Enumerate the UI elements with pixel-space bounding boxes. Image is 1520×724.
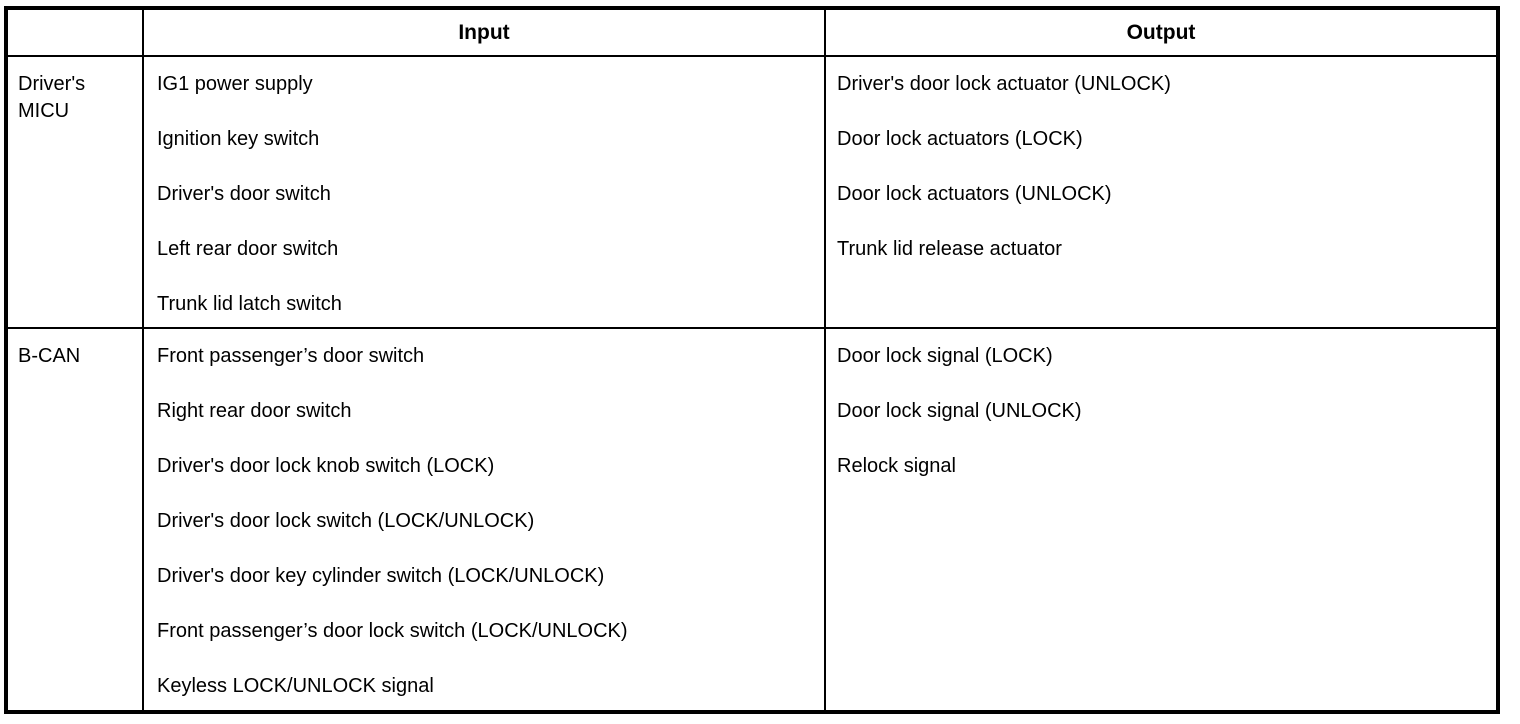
- list-item: Door lock actuators (LOCK): [837, 128, 1083, 150]
- input-output-table: Input Output Driver's MICU IG1 power sup…: [4, 6, 1500, 714]
- list-item: Trunk lid release actuator: [837, 238, 1062, 260]
- list-item: Driver's door key cylinder switch (LOCK/…: [157, 565, 605, 587]
- section-label-cell: Driver's MICU: [8, 57, 142, 327]
- list-item: Front passenger’s door lock switch (LOCK…: [157, 620, 628, 642]
- output-item-list: Door lock signal (LOCK) Door lock signal…: [837, 343, 1496, 508]
- list-item: Relock signal: [837, 455, 956, 477]
- list-item: Keyless LOCK/UNLOCK signal: [157, 675, 434, 697]
- list-item: IG1 power supply: [157, 73, 313, 95]
- list-item: Left rear door switch: [157, 238, 339, 260]
- list-item: Front passenger’s door switch: [157, 345, 425, 367]
- section-input-cell: IG1 power supply Ignition key switch Dri…: [144, 57, 824, 327]
- list-item: Driver's door lock actuator (UNLOCK): [837, 73, 1171, 95]
- header-cell-output: Output: [1126, 21, 1196, 44]
- list-item: Door lock actuators (UNLOCK): [837, 183, 1112, 205]
- section-label-text: Driver's MICU: [18, 73, 86, 122]
- list-item: Door lock signal (UNLOCK): [837, 400, 1082, 422]
- input-item-list: IG1 power supply Ignition key switch Dri…: [157, 71, 824, 346]
- list-item: Right rear door switch: [157, 400, 352, 422]
- header-divider: [8, 55, 1496, 57]
- table-section-b-can: B-CAN Front passenger’s door switch Righ…: [8, 329, 1496, 710]
- input-item-list: Front passenger’s door switch Right rear…: [157, 343, 824, 724]
- section-label-cell: B-CAN: [8, 329, 142, 710]
- list-item: Driver's door switch: [157, 183, 331, 205]
- table-header-row: Input Output: [8, 10, 1496, 55]
- list-item: Door lock signal (LOCK): [837, 345, 1053, 367]
- table-section-drivers-micu: Driver's MICU IG1 power supply Ignition …: [8, 57, 1496, 327]
- section-output-cell: Driver's door lock actuator (UNLOCK) Doo…: [826, 57, 1496, 327]
- header-cell-input: Input: [458, 21, 510, 44]
- list-item: Ignition key switch: [157, 128, 320, 150]
- section-input-cell: Front passenger’s door switch Right rear…: [144, 329, 824, 710]
- column-divider-input-output: [824, 10, 826, 710]
- list-item: Trunk lid latch switch: [157, 293, 342, 315]
- header-cell-corner: [8, 10, 142, 55]
- section-output-cell: Door lock signal (LOCK) Door lock signal…: [826, 329, 1496, 710]
- section-label-text: B-CAN: [18, 345, 81, 367]
- list-item: Driver's door lock switch (LOCK/UNLOCK): [157, 510, 535, 532]
- section-divider: [8, 327, 1496, 329]
- output-item-list: Driver's door lock actuator (UNLOCK) Doo…: [837, 71, 1496, 291]
- column-divider-label-input: [142, 10, 144, 710]
- list-item: Driver's door lock knob switch (LOCK): [157, 455, 495, 477]
